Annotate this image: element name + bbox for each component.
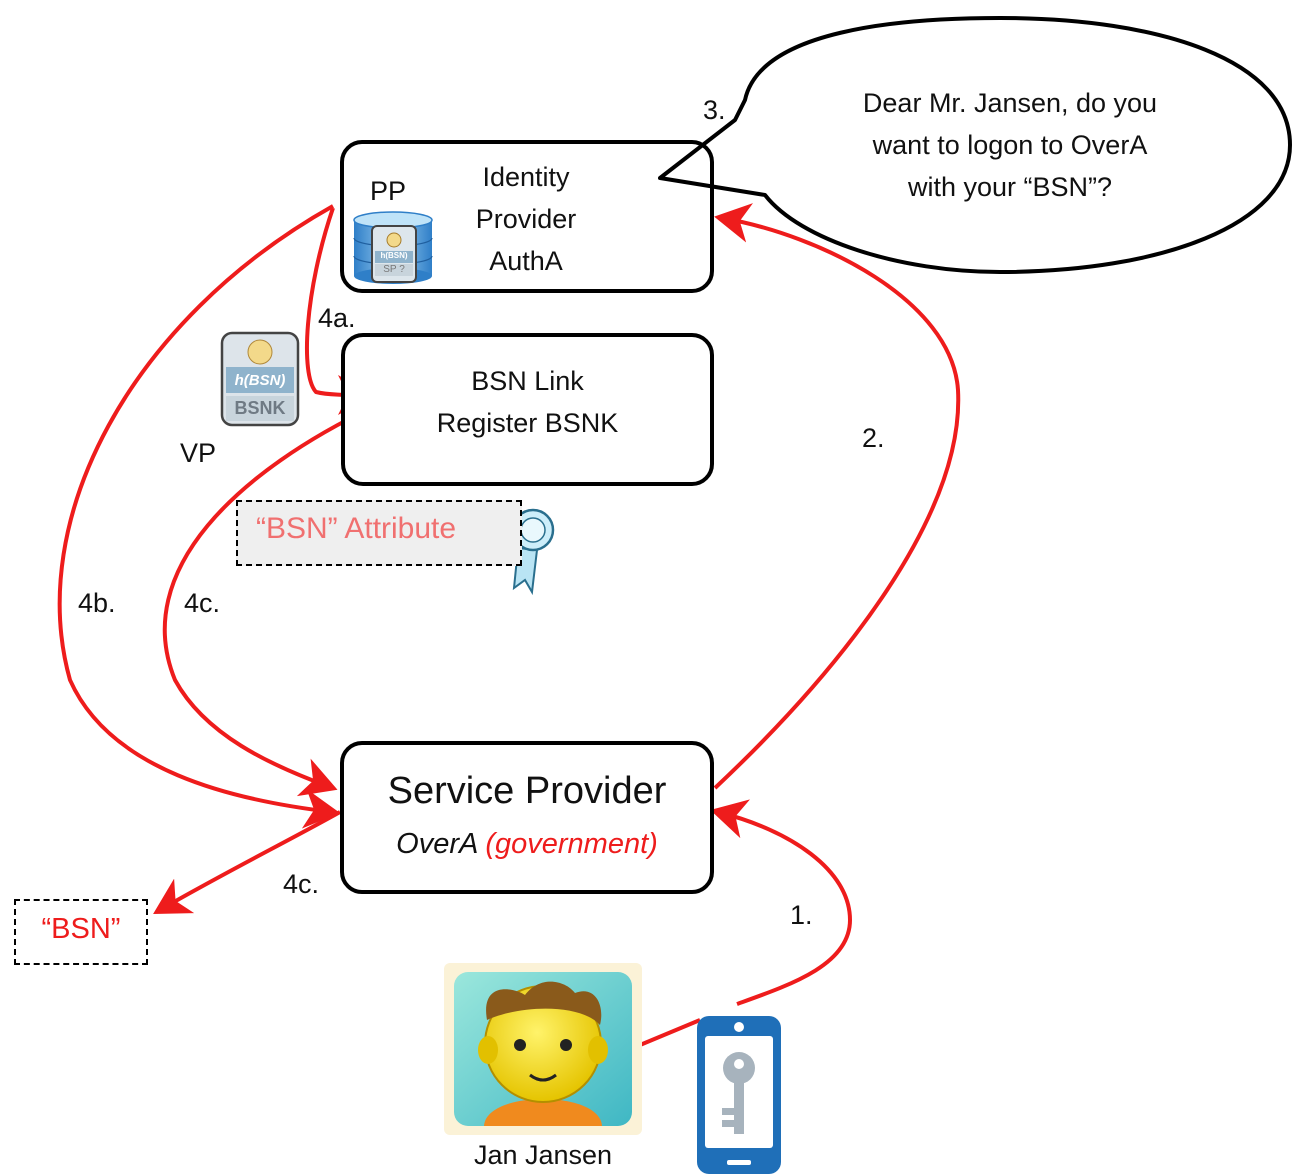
step-label-2: 2. bbox=[862, 423, 885, 453]
user-avatar-icon bbox=[444, 963, 642, 1135]
speech-bubble bbox=[658, 16, 1292, 274]
arrow-step-1 bbox=[710, 799, 853, 1006]
service-provider-box bbox=[340, 741, 714, 894]
speech-line-3: with your “BSN”? bbox=[907, 172, 1113, 202]
vp-card-top-text: h(BSN) bbox=[234, 372, 286, 389]
user-name: Jan Jansen bbox=[473, 1140, 613, 1170]
speech-line-2: want to logon to OverA bbox=[872, 130, 1148, 160]
bsn-link-line-1: BSN Link bbox=[471, 366, 584, 396]
pp-label: PP bbox=[370, 176, 407, 206]
bsn-link-line-2: Register BSNK bbox=[436, 408, 619, 438]
service-provider-title: Service Provider bbox=[387, 770, 667, 812]
identity-provider-box bbox=[340, 140, 714, 293]
step-label-4a: 4a. bbox=[318, 303, 356, 333]
identity-provider-line-1: Identity bbox=[482, 162, 570, 192]
arrow-step-4c-lower bbox=[153, 810, 341, 915]
service-provider-name: OverA bbox=[396, 828, 478, 860]
identity-provider-line-3: AuthA bbox=[489, 246, 563, 276]
bsn-attribute-box bbox=[236, 500, 522, 566]
bsn-link-box bbox=[341, 333, 714, 486]
arrow-step-2 bbox=[713, 203, 961, 790]
step-label-4c-upper: 4c. bbox=[184, 588, 221, 618]
vp-label: VP bbox=[180, 438, 217, 468]
arrow-step-4b bbox=[57, 204, 340, 829]
bsn-link-text: BSN Link Register BSNK bbox=[341, 360, 714, 444]
step-label-4c-lower: 4c. bbox=[283, 869, 320, 899]
service-provider-subtitle: OverA (government) bbox=[340, 828, 714, 861]
bsn-attribute-label: “BSN” Attribute bbox=[256, 512, 457, 545]
speech-line-1: Dear Mr. Jansen, do you bbox=[862, 88, 1158, 118]
bsn-output-box bbox=[14, 899, 148, 965]
bsn-output-label: “BSN” bbox=[41, 913, 121, 945]
step-label-3: 3. bbox=[703, 95, 726, 125]
vp-card-icon bbox=[220, 331, 300, 427]
service-provider-government-tag: (government) bbox=[485, 828, 658, 860]
database-icon bbox=[353, 211, 433, 284]
vp-card-bottom-text: BSNK bbox=[234, 398, 286, 418]
user-phone-line bbox=[639, 1018, 701, 1047]
phone-key-icon bbox=[697, 1016, 781, 1174]
identity-provider-text: Identity Provider AuthA bbox=[440, 156, 612, 282]
speech-bubble-text: Dear Mr. Jansen, do you want to logon to… bbox=[800, 82, 1220, 208]
arrow-step-4c-upper bbox=[162, 404, 376, 797]
identity-provider-line-2: Provider bbox=[475, 204, 577, 234]
db-card-bottom-text: SP ? bbox=[383, 264, 405, 275]
step-label-1: 1. bbox=[790, 900, 813, 930]
step-label-4b: 4b. bbox=[78, 588, 116, 618]
db-card-top-text: h(BSN) bbox=[380, 251, 408, 260]
